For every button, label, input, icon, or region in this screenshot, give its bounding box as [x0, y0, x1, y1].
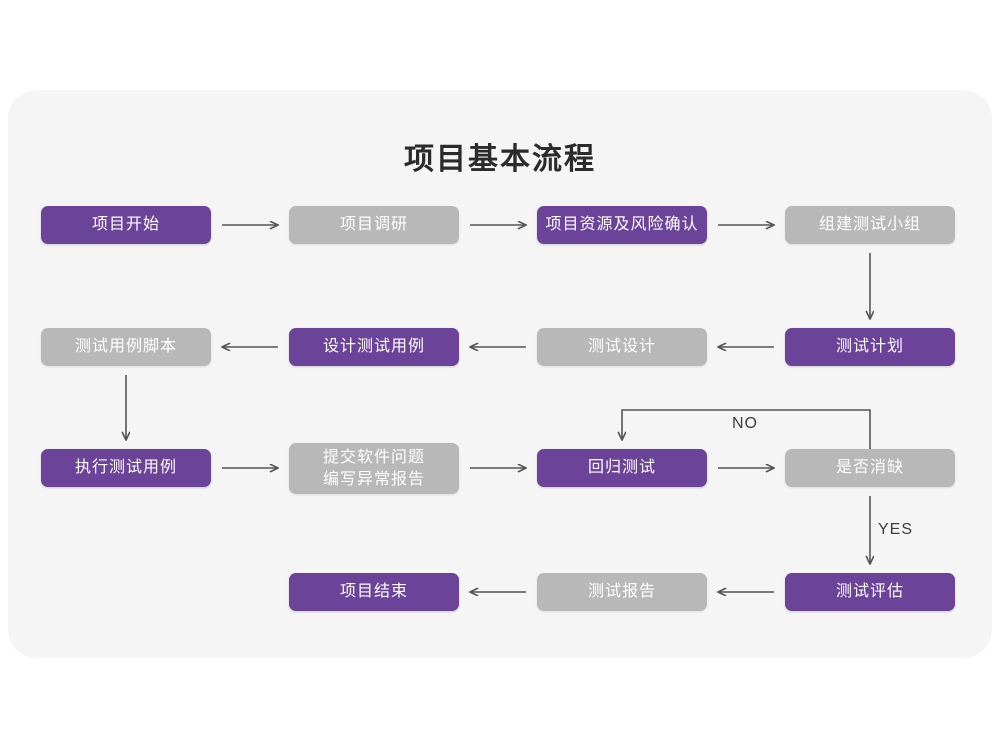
page-title: 项目基本流程 — [404, 143, 596, 176]
node-project-end[interactable]: 项目结束 — [289, 573, 459, 611]
node-submit-bugs-report[interactable]: 提交软件问题 编写异常报告 — [289, 443, 459, 494]
edge-label-no: NO — [732, 415, 758, 432]
node-test-design[interactable]: 测试设计 — [537, 328, 707, 366]
node-test-report[interactable]: 测试报告 — [537, 573, 707, 611]
node-test-case-scripts[interactable]: 测试用例脚本 — [41, 328, 211, 366]
node-test-evaluation[interactable]: 测试评估 — [785, 573, 955, 611]
node-regression-test[interactable]: 回归测试 — [537, 449, 707, 487]
node-execute-test-cases[interactable]: 执行测试用例 — [41, 449, 211, 487]
edge-label-yes: YES — [878, 521, 914, 538]
node-project-start[interactable]: 项目开始 — [41, 206, 211, 244]
node-design-test-cases[interactable]: 设计测试用例 — [289, 328, 459, 366]
node-project-research[interactable]: 项目调研 — [289, 206, 459, 244]
diagram-card — [8, 90, 992, 658]
node-build-test-team[interactable]: 组建测试小组 — [785, 206, 955, 244]
node-defects-cleared[interactable]: 是否消缺 — [785, 449, 955, 487]
node-test-plan[interactable]: 测试计划 — [785, 328, 955, 366]
node-resource-risk-confirm[interactable]: 项目资源及风险确认 — [537, 206, 707, 244]
